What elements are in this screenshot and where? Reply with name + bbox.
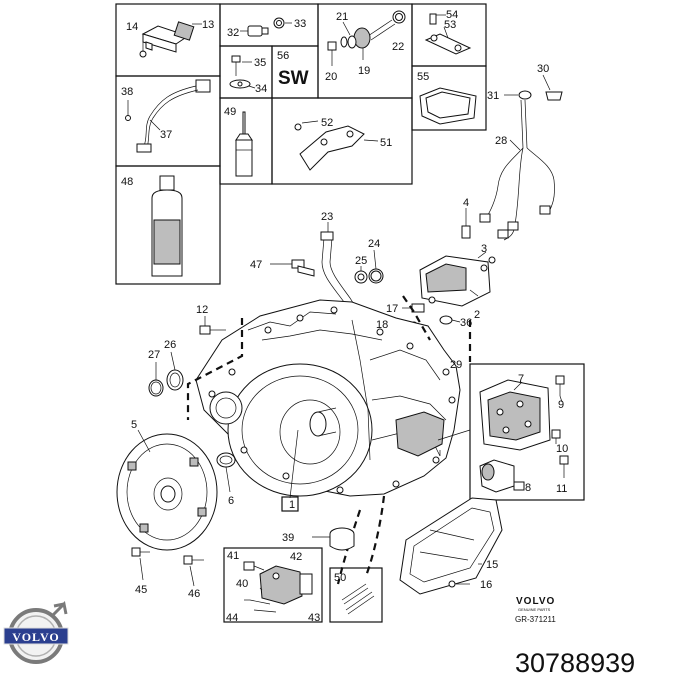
screw-washer xyxy=(229,55,256,89)
label-28: 28 xyxy=(495,135,507,147)
label-24: 24 xyxy=(368,238,380,250)
label-36: 36 xyxy=(460,317,472,329)
label-11: 11 xyxy=(556,483,567,495)
part-number: 30788939 xyxy=(515,648,636,678)
panel-51-52 xyxy=(271,97,413,185)
label-3: 3 xyxy=(481,243,487,255)
label-21: 21 xyxy=(336,11,348,23)
label-30: 30 xyxy=(537,63,549,75)
label-13: 13 xyxy=(202,19,214,31)
label-2: 2 xyxy=(474,309,480,321)
wiring-harness xyxy=(479,74,563,241)
bracket-part xyxy=(139,21,202,58)
label-46: 46 xyxy=(188,588,200,600)
label-23: 23 xyxy=(321,211,333,223)
shaft-parts xyxy=(327,10,406,66)
bolts-45-46 xyxy=(131,547,204,587)
label-35: 35 xyxy=(254,57,266,69)
panel-7-11 xyxy=(469,363,585,501)
label-55: 55 xyxy=(417,71,429,83)
label-43: 43 xyxy=(308,612,320,624)
cap-39 xyxy=(312,527,355,551)
label-42: 42 xyxy=(290,551,302,563)
label-49: 49 xyxy=(224,106,236,118)
genuine-parts-mark: VOLVO GENUINE PARTS GR-371211 xyxy=(515,596,556,624)
label-44: 44 xyxy=(226,612,238,624)
speed-sensor xyxy=(125,79,211,153)
small-brand-name: VOLVO xyxy=(516,596,555,607)
label-12: 12 xyxy=(196,304,208,316)
item-1-box xyxy=(281,496,299,512)
label-31: 31 xyxy=(487,90,499,102)
transmission-housing xyxy=(195,299,461,499)
label-27: 27 xyxy=(148,349,160,361)
label-10: 10 xyxy=(556,443,568,455)
label-37: 37 xyxy=(160,129,172,141)
label-8: 8 xyxy=(525,482,531,494)
label-18: 18 xyxy=(376,319,388,331)
bolt-12 xyxy=(199,316,226,335)
label-17: 17 xyxy=(386,303,398,315)
solenoid-panel xyxy=(223,547,323,623)
panel-40-44 xyxy=(223,547,323,623)
label-4: 4 xyxy=(463,197,469,209)
label-52: 52 xyxy=(321,117,333,129)
inset-panels xyxy=(115,3,487,285)
label-9: 9 xyxy=(558,399,564,411)
label-25: 25 xyxy=(355,255,367,267)
bolt-seal-parts xyxy=(240,17,292,37)
label-39: 39 xyxy=(282,532,294,544)
label-56: 56 xyxy=(277,50,289,62)
label-33: 33 xyxy=(294,18,306,30)
label-22: 22 xyxy=(392,41,404,53)
label-51: 51 xyxy=(380,137,392,149)
converter-seal xyxy=(216,452,236,493)
label-41: 41 xyxy=(227,550,239,562)
gasket-part xyxy=(419,87,477,125)
label-54: 54 xyxy=(446,9,458,21)
label-6: 6 xyxy=(228,495,234,507)
torque-converter xyxy=(116,429,218,551)
sw-label: SW xyxy=(278,68,309,89)
callout-labels: 1 2 3 4 5 6 7 8 9 10 11 12 13 14 15 16 1… xyxy=(121,9,568,624)
shaft-seal xyxy=(148,351,184,397)
drawing-ref: GR-371211 xyxy=(515,615,556,624)
filler-tube xyxy=(270,222,384,317)
small-brand-sub: GENUINE PARTS xyxy=(518,607,551,612)
volvo-logo-text: VOLVO xyxy=(12,630,59,644)
label-32: 32 xyxy=(227,27,239,39)
panel-50 xyxy=(329,567,383,623)
clip-part xyxy=(424,13,472,55)
panel-48 xyxy=(115,165,221,285)
label-20: 20 xyxy=(325,71,337,83)
label-50: 50 xyxy=(334,572,346,584)
label-26: 26 xyxy=(164,339,176,351)
label-16: 16 xyxy=(480,579,492,591)
label-15: 15 xyxy=(486,559,498,571)
oil-pan xyxy=(399,497,503,595)
position-sensor xyxy=(419,208,496,307)
label-5: 5 xyxy=(131,419,137,431)
sealant-tube xyxy=(235,111,253,177)
label-47: 47 xyxy=(250,259,262,271)
label-29: 29 xyxy=(450,359,462,371)
fluid-bottle xyxy=(151,175,183,277)
label-34: 34 xyxy=(255,83,267,95)
label-53: 53 xyxy=(444,19,456,31)
label-19: 19 xyxy=(358,65,370,77)
label-7: 7 xyxy=(518,373,524,385)
volvo-logo: VOLVO xyxy=(3,600,69,664)
valve-body-panel xyxy=(437,363,585,501)
cable-bracket xyxy=(294,120,379,171)
label-40: 40 xyxy=(236,578,248,590)
label-14: 14 xyxy=(126,21,138,33)
label-45: 45 xyxy=(135,584,147,596)
label-48: 48 xyxy=(121,176,133,188)
label-1: 1 xyxy=(289,499,295,511)
panel-50-group xyxy=(329,567,383,623)
label-38: 38 xyxy=(121,86,133,98)
